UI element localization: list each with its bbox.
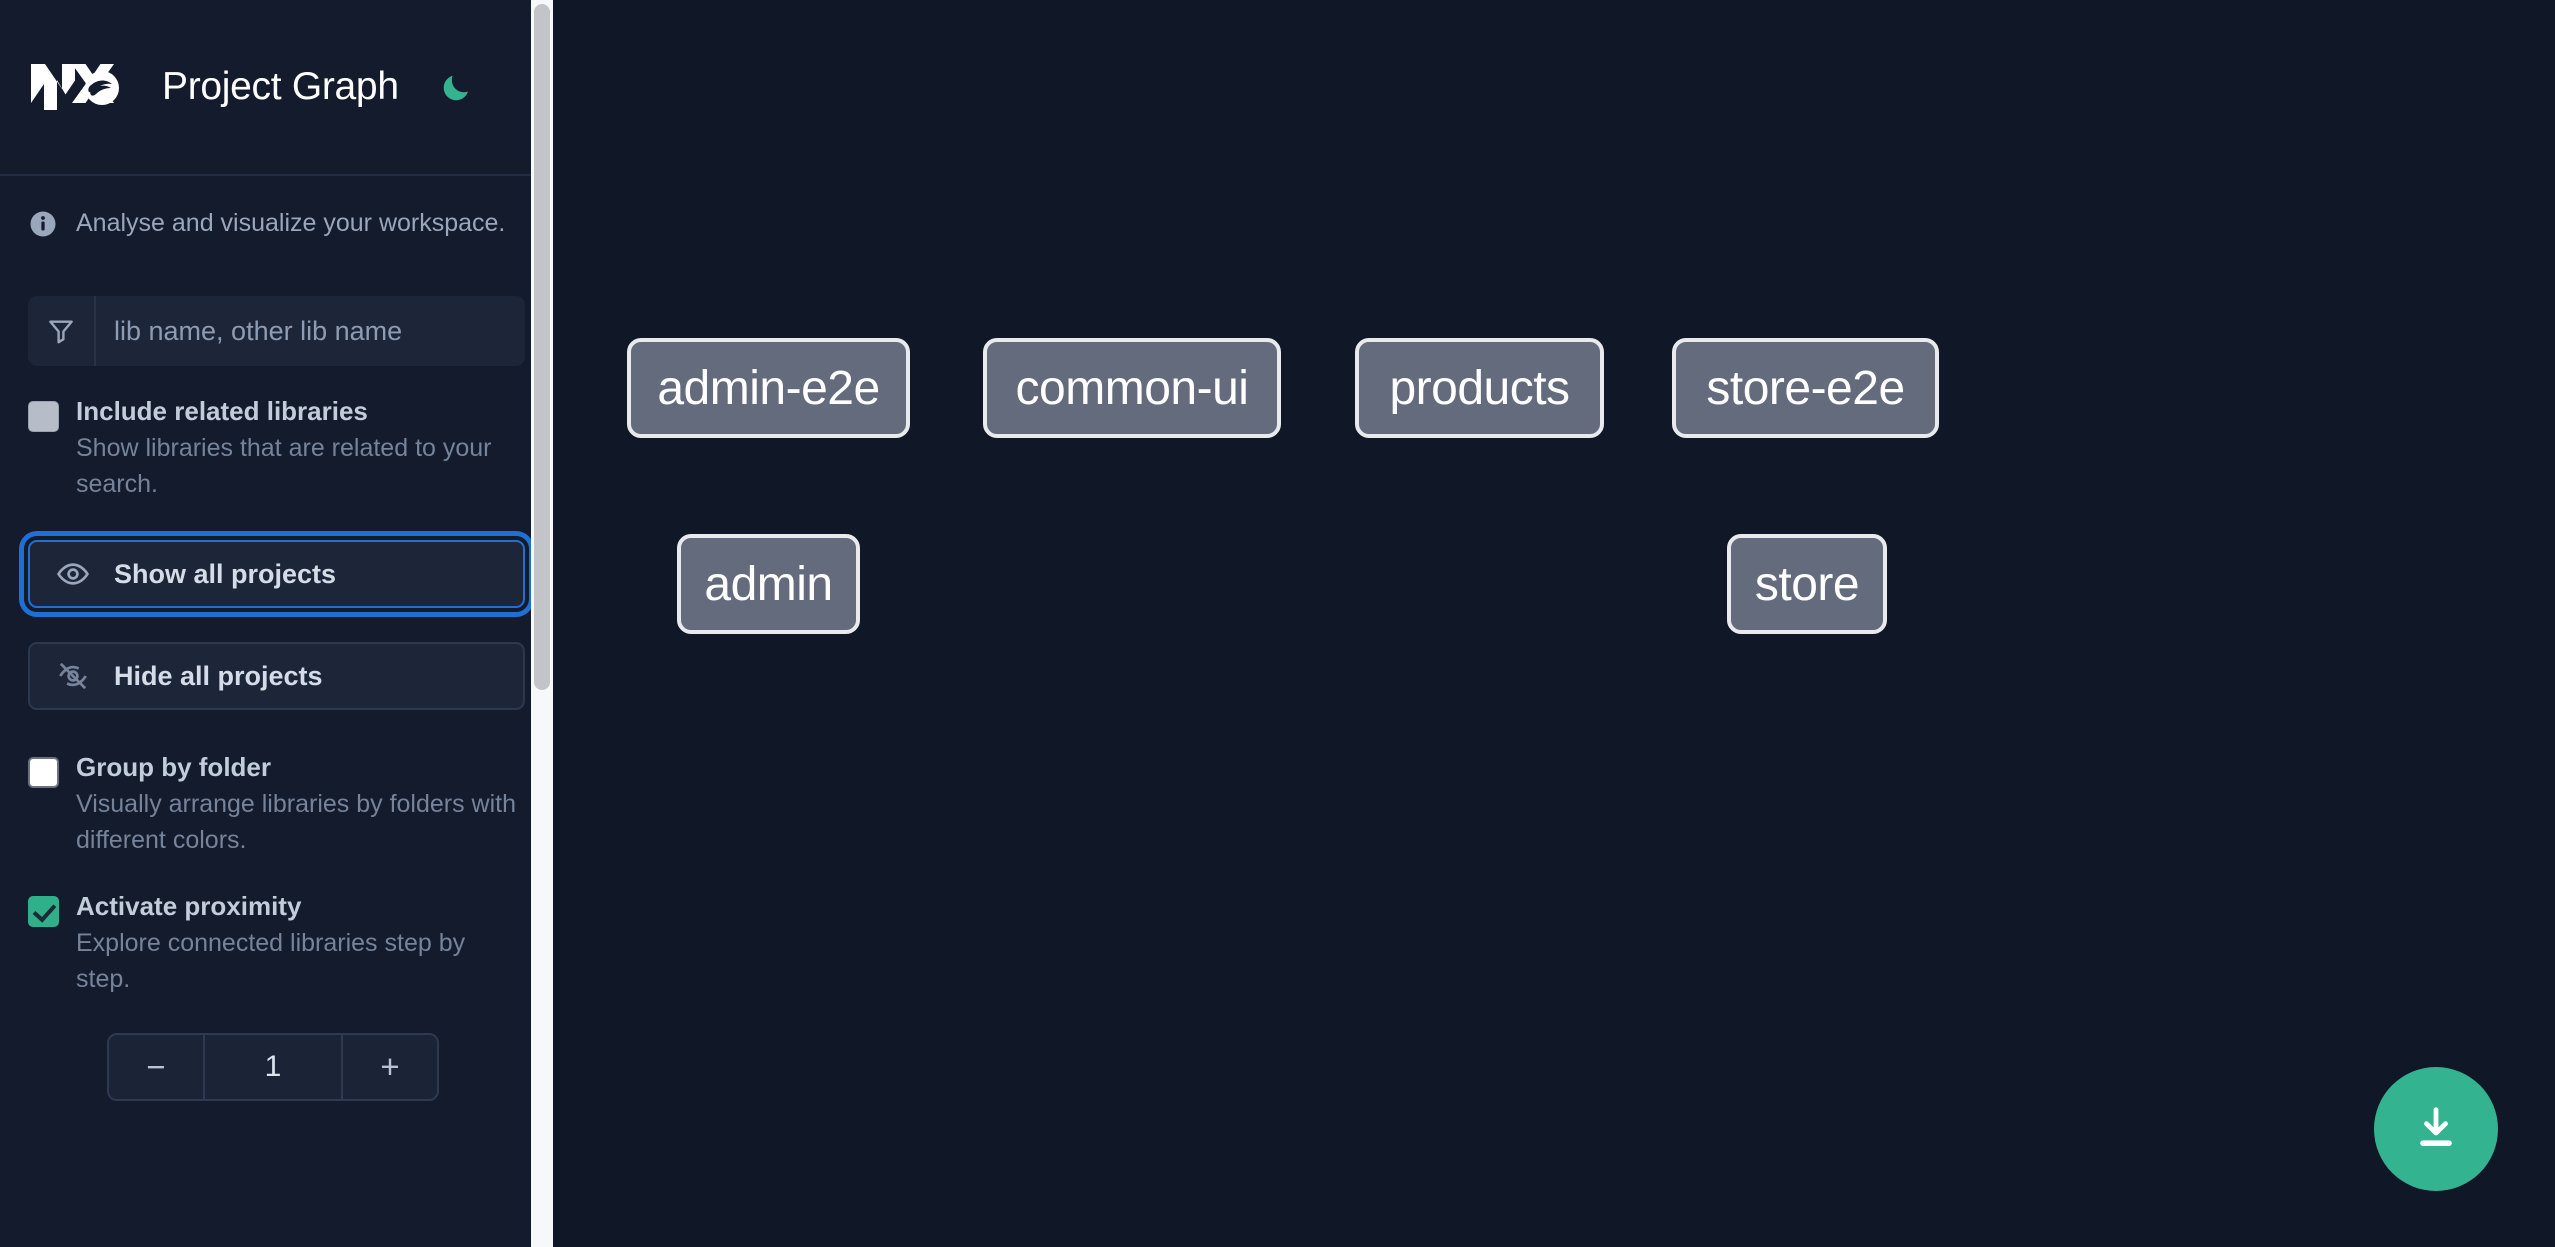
- include-related-libraries-label: Include related libraries: [76, 396, 368, 426]
- graph-node-admin-e2e[interactable]: admin-e2e: [627, 338, 910, 438]
- download-icon: [2410, 1102, 2462, 1157]
- proximity-stepper: − 1 +: [107, 1033, 439, 1102]
- proximity-decrement-button[interactable]: −: [109, 1035, 205, 1100]
- group-by-folder-checkbox[interactable]: [28, 757, 59, 789]
- hide-all-projects-button[interactable]: Hide all projects: [28, 642, 525, 711]
- sidebar-scrollbar-track[interactable]: [531, 0, 553, 1247]
- filter-funnel-icon[interactable]: [28, 296, 96, 366]
- workspace-info-text: Analyse and visualize your workspace.: [76, 209, 506, 237]
- eye-icon: [54, 555, 92, 593]
- download-graph-button[interactable]: [2374, 1067, 2498, 1191]
- sidebar: Project Graph Analyse and visualize your…: [0, 0, 553, 1247]
- search-input[interactable]: [96, 296, 525, 366]
- group-by-folder-label: Group by folder: [76, 752, 271, 783]
- graph-canvas[interactable]: implicit implicit admin-e2e common-ui pr…: [553, 0, 2555, 1247]
- activate-proximity-checkbox[interactable]: [28, 896, 59, 928]
- group-by-folder-description: Visually arrange libraries by folders wi…: [76, 790, 517, 854]
- proximity-increment-button[interactable]: +: [341, 1035, 437, 1100]
- graph-node-products[interactable]: products: [1355, 338, 1604, 438]
- graph-node-store-e2e[interactable]: store-e2e: [1672, 338, 1939, 438]
- include-related-libraries-checkbox[interactable]: [28, 401, 59, 432]
- hide-all-projects-label: Hide all projects: [114, 660, 323, 691]
- workspace-info: Analyse and visualize your workspace.: [0, 176, 553, 271]
- activate-proximity-label: Activate proximity: [76, 891, 302, 922]
- include-related-libraries-description: Show libraries that are related to your …: [76, 434, 492, 498]
- nx-logo: [28, 58, 124, 116]
- eye-off-icon: [54, 657, 92, 695]
- option-include-related-libraries: Include related libraries Show libraries…: [0, 394, 553, 502]
- proximity-value[interactable]: 1: [205, 1035, 341, 1100]
- option-group-by-folder: Group by folder Visually arrange librari…: [0, 750, 553, 858]
- graph-node-store[interactable]: store: [1727, 534, 1887, 634]
- sidebar-header: Project Graph: [0, 0, 553, 176]
- graph-node-admin[interactable]: admin: [677, 534, 860, 634]
- graph-node-common-ui[interactable]: common-ui: [983, 338, 1281, 438]
- info-icon: [28, 209, 58, 239]
- search-bar: [28, 296, 525, 366]
- option-activate-proximity: Activate proximity Explore connected lib…: [0, 889, 553, 997]
- sidebar-scrollbar-thumb[interactable]: [534, 4, 550, 690]
- show-all-projects-label: Show all projects: [114, 558, 337, 589]
- moon-icon[interactable]: [435, 66, 477, 108]
- show-all-projects-button[interactable]: Show all projects: [19, 531, 534, 618]
- app-title: Project Graph: [162, 65, 399, 108]
- activate-proximity-description: Explore connected libraries step by step…: [76, 929, 466, 993]
